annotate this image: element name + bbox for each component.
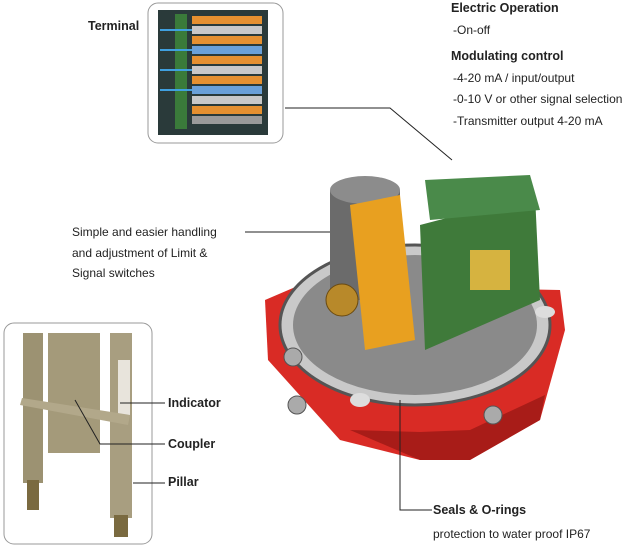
terminal-callout-photo xyxy=(147,2,284,144)
handling-text-line: and adjustment of Limit & xyxy=(72,246,208,260)
coupler-label: Coupler xyxy=(168,437,216,451)
seals-leader-line xyxy=(399,400,432,511)
modulating-control-item: -0-10 V or other signal selection xyxy=(453,92,623,106)
handling-text-line: Signal switches xyxy=(72,266,155,280)
modulating-control-title: Modulating control xyxy=(451,49,564,63)
terminal-label: Terminal xyxy=(88,19,140,33)
actuator-photo xyxy=(265,175,565,460)
modulating-control-item: -4-20 mA / input/output xyxy=(453,71,575,85)
electric-operation-item: -On-off xyxy=(453,23,491,37)
modulating-control-item: -Transmitter output 4-20 mA xyxy=(453,114,603,128)
terminal-leader-line xyxy=(285,107,453,161)
electric-operation-title: Electric Operation xyxy=(451,1,559,15)
handling-text-line: Simple and easier handling xyxy=(72,225,217,239)
pillar-label: Pillar xyxy=(168,475,199,489)
indicator-label: Indicator xyxy=(168,396,221,410)
coupler-leader-line xyxy=(74,399,165,445)
coupler-callout-photo xyxy=(3,322,153,545)
seals-title: Seals & O-rings xyxy=(433,503,527,517)
seals-subtitle: protection to water proof IP67 xyxy=(433,527,591,541)
